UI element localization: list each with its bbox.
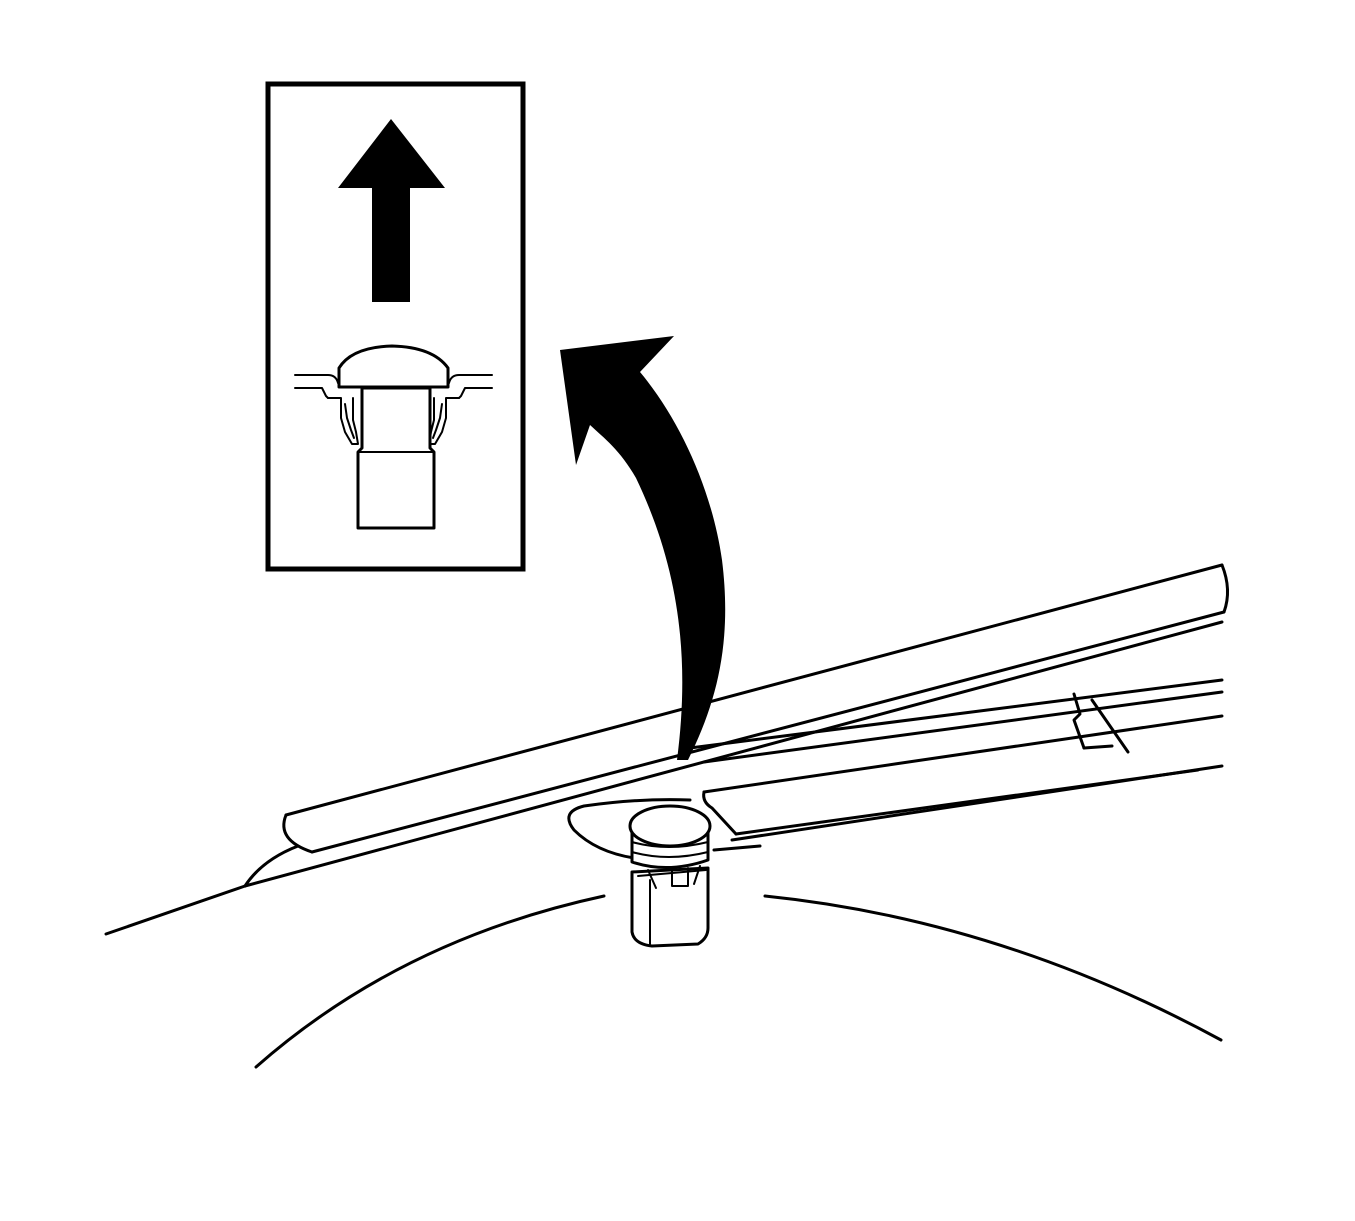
- panel-outer-edge: [104, 884, 247, 936]
- retainer-clip-slot-left: [647, 869, 657, 889]
- retainer-dome-head: [337, 344, 450, 389]
- upward-arrow-icon: [338, 119, 445, 302]
- channel-end-wall: [702, 790, 738, 836]
- flange-lower-edge: [243, 620, 1224, 888]
- headliner-arc-right: [763, 894, 1223, 1042]
- retainer-clip-ridge: [637, 869, 707, 877]
- panel-surface-lower-right: [458, 387, 493, 399]
- channel-tab-lower: [1082, 744, 1114, 750]
- channel-floor-edge: [730, 764, 1224, 842]
- retainer-cross-section: [294, 344, 493, 530]
- channel-tab: [1090, 698, 1130, 754]
- curved-arrow-icon: [560, 336, 726, 760]
- channel-line-2: [702, 690, 1224, 764]
- molding-rail-bottom-edge: [310, 610, 1226, 854]
- molding-rail-top-edge: [284, 563, 1224, 817]
- retainer-left-leg: [327, 397, 359, 445]
- retainer-clip-slot-right: [693, 865, 701, 885]
- retainer-right-leg: [428, 397, 460, 445]
- channel-notch: [1072, 692, 1086, 750]
- headliner-arc-left: [254, 894, 606, 1069]
- molding-rail-left-cap: [282, 813, 314, 854]
- channel-line-1: [688, 678, 1224, 750]
- retainer-clip-cap: [628, 804, 712, 848]
- trim-panel-view: [104, 563, 1229, 1069]
- molding-rail-end: [1220, 563, 1229, 614]
- panel-surface-lower-left: [294, 387, 329, 399]
- retainer-clip-slot-mid: [671, 867, 689, 887]
- clip-recess-edge: [567, 798, 692, 860]
- retainer-right-leg-inner: [432, 403, 443, 439]
- flange-left-curve: [243, 844, 300, 888]
- channel-line-3: [702, 714, 1224, 794]
- retainer-clip-body: [630, 866, 710, 948]
- clip-recess-lip: [712, 844, 762, 852]
- retainer-left-leg-inner: [344, 403, 355, 439]
- retainer-clip-collar-ring-2: [631, 851, 709, 858]
- retainer-clip: [628, 804, 712, 948]
- retainer-center-shank: [356, 386, 436, 530]
- inset-detail-panel: [265, 81, 526, 572]
